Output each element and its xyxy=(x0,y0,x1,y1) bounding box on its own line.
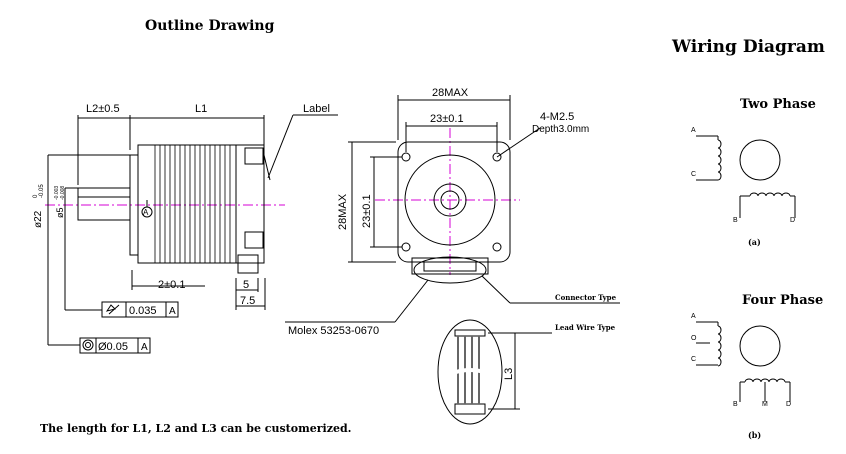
runout-datum: A xyxy=(169,306,176,317)
pin-a: A xyxy=(691,127,696,134)
outline-drawing-title: Outline Drawing xyxy=(145,18,275,34)
boss-dimension: 2±0.1 xyxy=(158,279,185,291)
hole-spacing-vertical: 23±0.1 xyxy=(361,194,373,228)
dim-7-5: 7.5 xyxy=(240,295,255,307)
four-phase-pins: A O C B M D xyxy=(691,313,791,408)
pin-m: M xyxy=(762,401,768,408)
runout-value: 0.035 xyxy=(129,305,157,317)
width-max: 28MAX xyxy=(432,87,469,99)
concentricity-value: Ø0.05 xyxy=(98,341,128,353)
pin-b: B xyxy=(733,217,738,224)
two-phase-pins: A C B D xyxy=(691,127,795,224)
shaft-tol-upper: 0 xyxy=(33,194,39,198)
height-max: 28MAX xyxy=(337,193,349,230)
shaft-small-tol-upper: -0.003 xyxy=(54,186,60,200)
connector-type-label: Connector Type xyxy=(555,293,617,302)
pin-c: C xyxy=(691,356,696,363)
l2-dimension: L2±0.5 xyxy=(86,103,120,115)
datum-a-label: A xyxy=(143,208,149,217)
front-view xyxy=(285,95,620,323)
shaft-small-tol-lower: -0.008 xyxy=(60,186,66,200)
shaft-diameter-labels: ø22 0 -0.05 ø5 -0.003 -0.008 xyxy=(33,184,66,228)
l1-dimension: L1 xyxy=(195,103,207,115)
pin-b: B xyxy=(733,401,738,408)
shaft-diameter: ø22 xyxy=(33,210,44,228)
hole-spacing-horizontal: 23±0.1 xyxy=(430,113,464,125)
dim-5: 5 xyxy=(243,279,249,291)
lead-wire-detail xyxy=(437,319,552,425)
caption-a: (a) xyxy=(748,237,761,247)
hole-depth: Depth3.0mm xyxy=(532,124,589,135)
pin-o: O xyxy=(691,335,697,342)
shaft-tol-lower: -0.05 xyxy=(39,184,45,198)
mounting-holes: 4-M2.5 xyxy=(540,111,574,123)
pin-c: C xyxy=(691,171,696,178)
four-phase-diagram xyxy=(696,321,791,402)
lead-wire-type-label: Lead Wire Type xyxy=(555,323,616,332)
pin-a: A xyxy=(691,313,696,320)
shaft-small-diameter: ø5 xyxy=(55,207,65,218)
pin-d: D xyxy=(790,217,795,224)
two-phase-title: Two Phase xyxy=(740,97,816,112)
wiring-diagram-title: Wiring Diagram xyxy=(671,37,825,57)
concentricity-datum: A xyxy=(141,342,148,353)
l3-dimension: L3 xyxy=(503,368,515,380)
two-phase-diagram xyxy=(696,135,796,218)
caption-b: (b) xyxy=(748,430,761,440)
molex-part-number: Molex 53253-0670 xyxy=(288,325,379,337)
four-phase-title: Four Phase xyxy=(742,293,823,308)
customization-note: The length for L1, L2 and L3 can be cust… xyxy=(40,422,351,435)
label-callout: Label xyxy=(303,103,330,115)
pin-d: D xyxy=(786,401,791,408)
side-view xyxy=(45,114,338,354)
